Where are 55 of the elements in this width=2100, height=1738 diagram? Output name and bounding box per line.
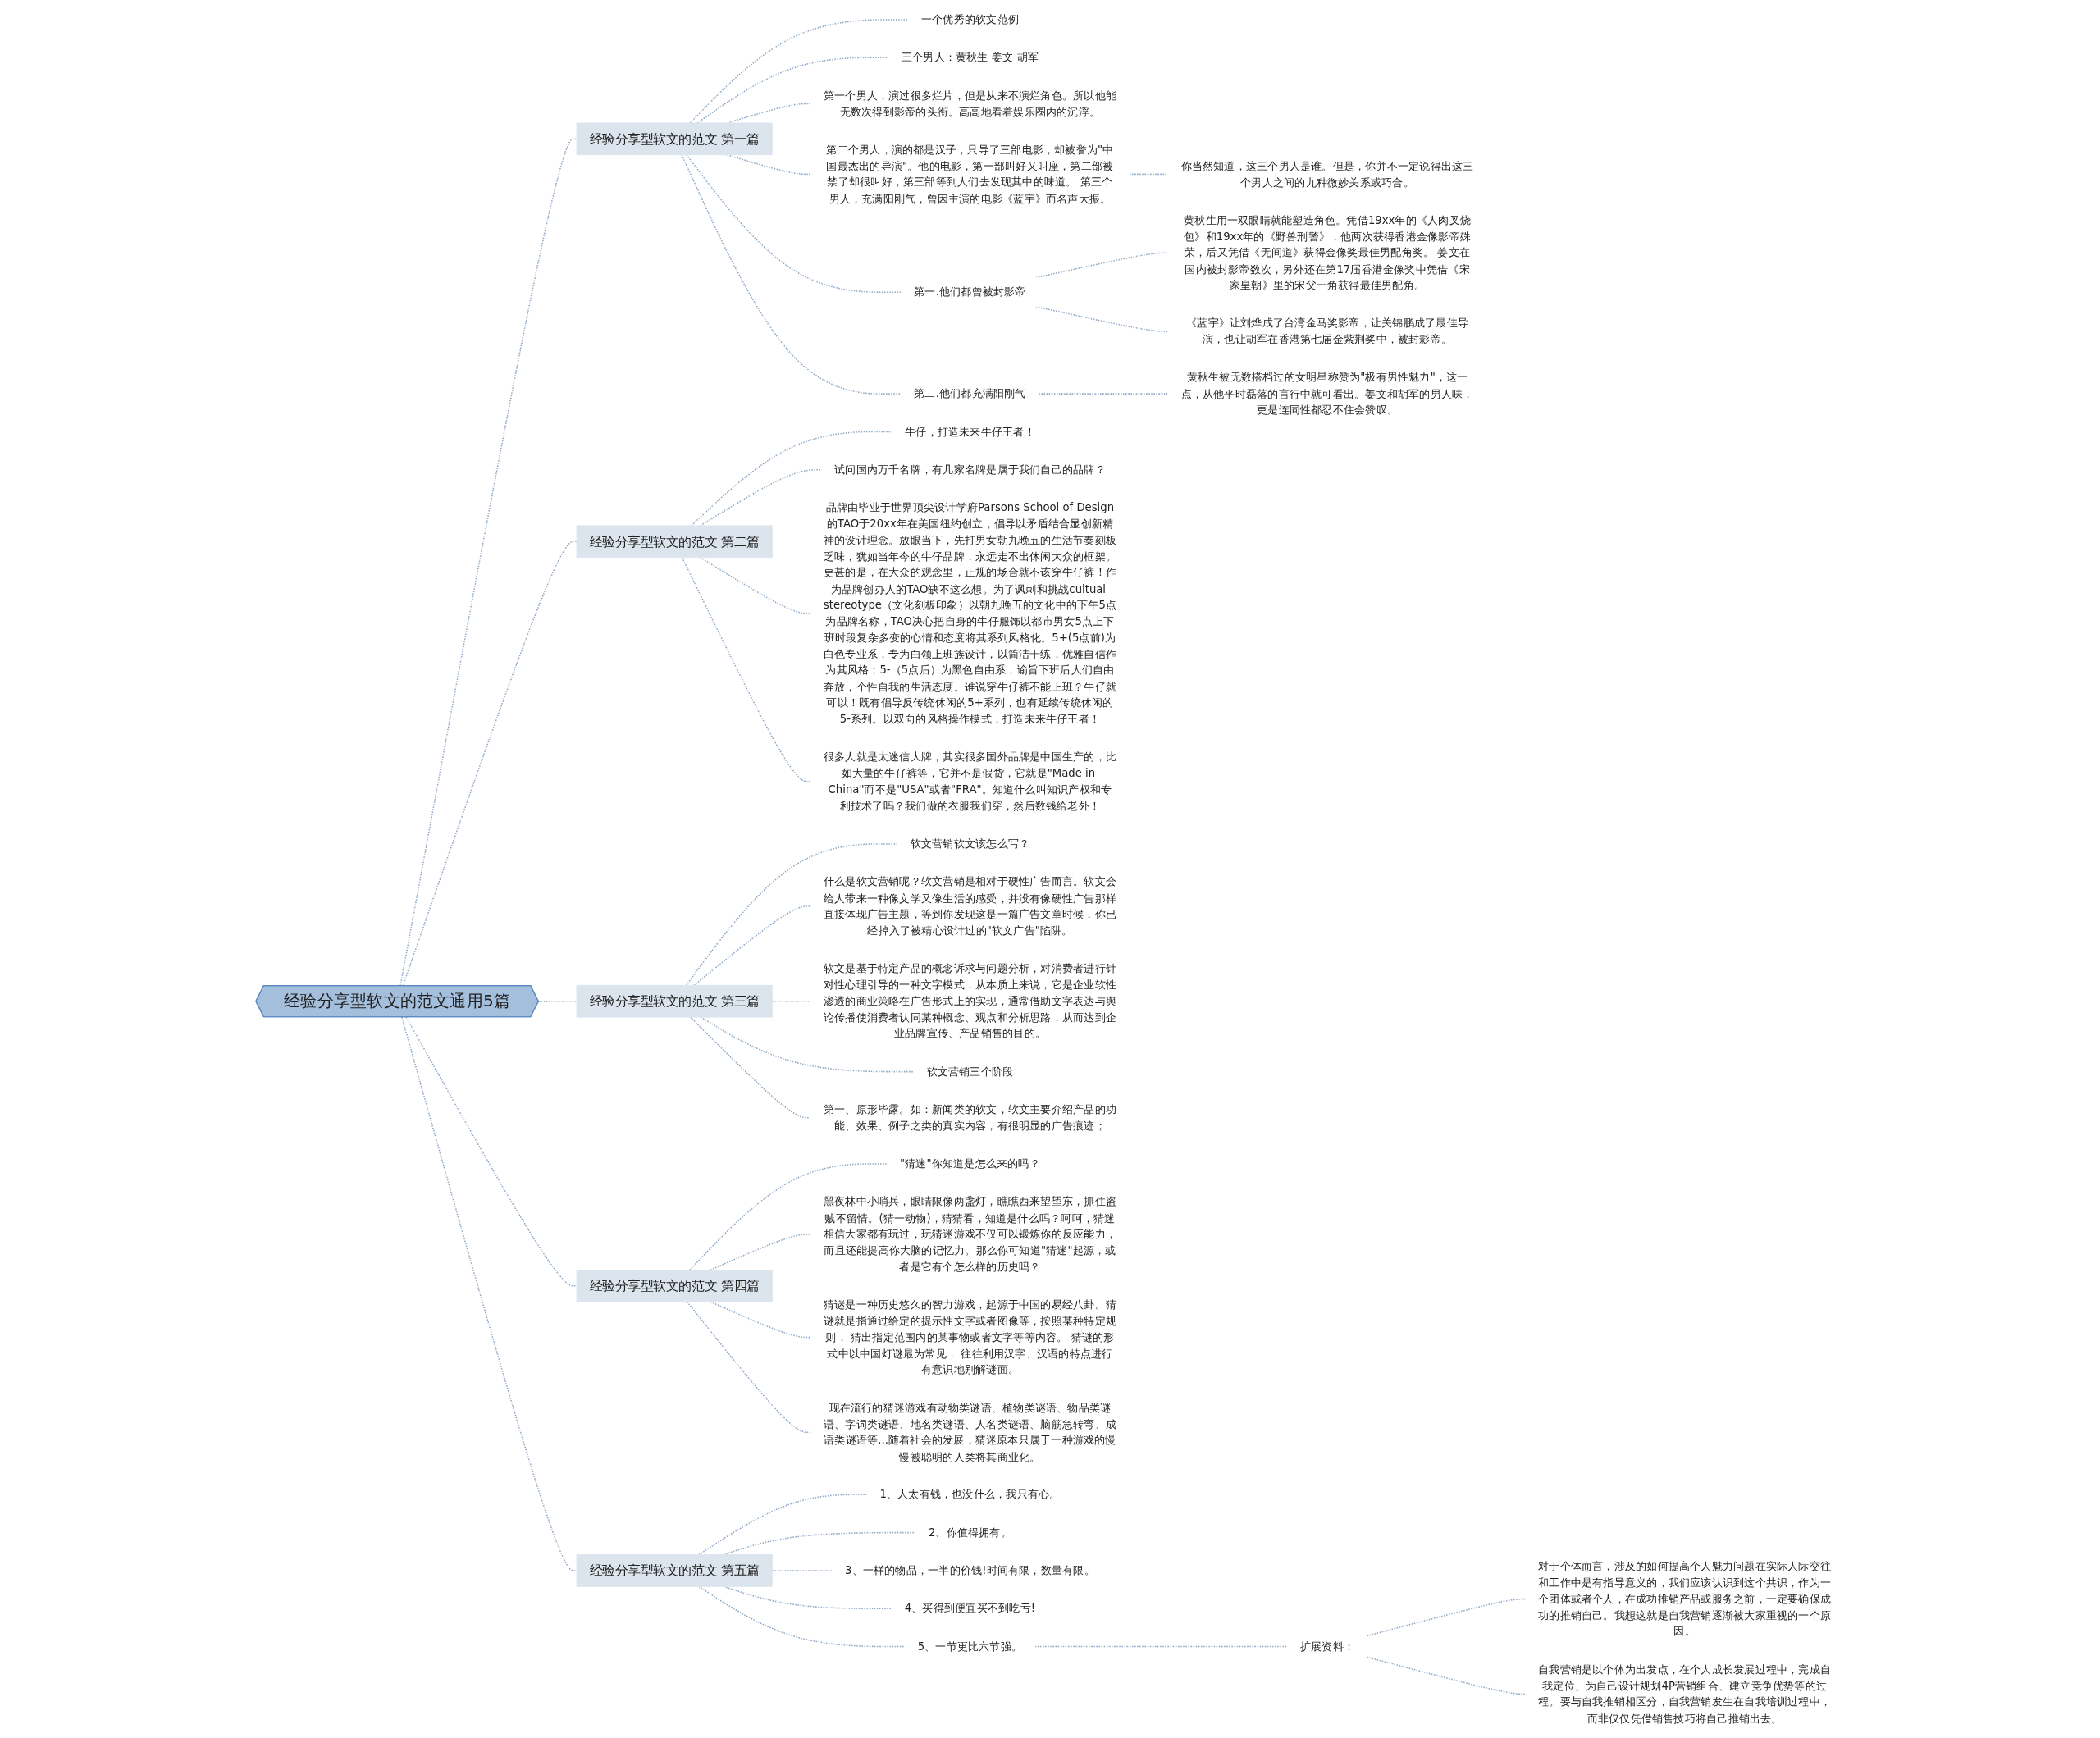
- node-text: 软文营销三个阶段: [926, 1065, 1014, 1078]
- connector: [402, 541, 578, 987]
- node-text: 软文是基于特定产品的概念诉求与问题分析，对消费者进行针对性心理引导的一种文字模式，从本质上来说，它是企业软性渗透的商业策略在广告形式上的实现，通常借助文字表达与舆论传播使消费者认同某种概念、观点和分析思路，从而达到企业品牌宣传、产品销售的目的。: [823, 961, 1116, 1040]
- connector: [693, 905, 811, 986]
- node-text: 牛仔，打造未来牛仔王者！: [905, 425, 1035, 438]
- connector: [689, 1163, 888, 1271]
- node-text: 自我营销是以个体为出发点，在个人成长发展过程中，完成自我定位、为自己设计规划4P营销组合、建立竞争优势等的过程。要与自我推销相区分，自我营销发生在自我培训过程中，而非仅仅凭借销售技巧将自己推销出去。: [1538, 1663, 1832, 1725]
- node-text: 《蓝宇》让刘烨成了台湾金马奖影帝，让关锦鹏成了最佳导演，也让胡军在香港第七届金紫荆奖中，被封影帝。: [1186, 316, 1468, 346]
- node-text: 现在流行的猜迷游戏有动物类谜语、植物类谜语、物品类谜语、字词类谜语、地名类谜语、人名类谜语、脑筋急转弯、成语类谜语等...随着社会的发展，猜迷原本只属于一种游戏的慢慢被聪明的人类将其商业化。: [823, 1401, 1116, 1463]
- connector: [1366, 1598, 1526, 1637]
- connector: [686, 1301, 811, 1434]
- node-text: 很多人就是太迷信大牌，其实很多国外品牌是中国生产的，比如大量的牛仔裤等，它并不是假货，它就是"Made in China"而不是"USA"或者"FRA"。知道什么叫知识产权和专利技术了吗？我们做的衣服我们穿，然后数钱给老外！: [823, 750, 1116, 812]
- node-text: 品牌由毕业于世界顶尖设计学府Parsons School of Design的TAO于20xx年在美国纽约创立，倡导以矛盾结合显创新精神的设计理念。放眼当下，先打男女朝九晚五的生活节奏刻板乏味，犹如当年今的牛仔品牌，永远走不出休闲大众的框架。更甚的是，在大众的观念里，正规的场合就不该穿牛仔裤！作为品牌创办人的TAO缺不这么想。为了讽刺和挑战cultual stereotype（文化刻板印象）以朝九晚五的文化中的下午5点为品牌名称，TAO决心把自身的牛仔服饰以都市男女5点上下班时段复杂多变的心情和态度将其系列风格化。5+(5点前)为白色专业系，专为白领上班族设计，以简洁干练，优雅自信作为其风格；5-（5点后）为黑色自由系，谕旨下班后人们自由奔放，个性自我的生活态度。谁说穿牛仔裤不能上班？牛仔就可以！既有倡导反传统休闲的5+系列，也有延续传统休闲的5-系列。以双向的风格操作模式，打造未来牛仔王者！: [823, 500, 1117, 726]
- connector: [700, 468, 823, 527]
- node-text: 2、你值得拥有。: [928, 1526, 1011, 1539]
- node-text: 黄秋生被无数搭档过的女明星称赞为"极有男性魅力"，这一点，从他平时磊落的言行中就可看出。姜文和胡军的男人味，更是连同性都忍不住会赞叹。: [1180, 370, 1474, 417]
- connector: [686, 154, 902, 293]
- node-text: 第一、原形毕露。如：新闻类的软文，软文主要介绍产品的功能、效果、例子之类的真实内容，有很明显的广告痕迹；: [823, 1102, 1116, 1132]
- node-text: 第二.他们都充满阳刚气: [914, 386, 1026, 400]
- connector: [1034, 1645, 1289, 1648]
- node-text: 扩展资料：: [1299, 1640, 1355, 1653]
- node-text: 第二个男人，演的都是汉子，只导了三部电影，却被誉为"中国最杰出的导演"。他的电影，第一部叫好又叫座，第二部被禁了却很叫好，第三部等到人们去发现其中的味道。 第三个男人，充满阳刚气，曾因主演的电影《蓝宇》而名声大振。: [826, 143, 1114, 205]
- connector: [537, 1000, 578, 1002]
- node-text: 5、一节更比六节强。: [917, 1640, 1023, 1653]
- node-text: 4、买得到便宜买不到吃亏!: [904, 1601, 1036, 1615]
- node-text: 你当然知道，这三个男人是谁。但是，你并不一定说得出这三个男人之间的九种微妙关系或巧合。: [1180, 159, 1474, 189]
- node-box: [576, 1554, 773, 1587]
- node-text: "猜迷"你知道是怎么来的吗？: [900, 1156, 1040, 1170]
- node-text: 三个男人：黄秋生 姜文 胡军: [901, 50, 1039, 64]
- connector: [399, 138, 578, 987]
- connector: [401, 1016, 578, 1571]
- node-text: 什么是软文营销呢？软文营销是相对于硬性广告而言。软文会给人带来一种像文学又像生活的感受，并没有像硬性广告那样直接体现广告主题，等到你发现这是一篇广告文章时候，你已经掉入了被精心设计过的"软文广告"陷阱。: [823, 874, 1116, 937]
- connector: [1366, 1656, 1526, 1695]
- connector: [405, 1016, 578, 1287]
- node-text: 软文营销软文该怎么写？: [910, 837, 1030, 851]
- node-box: [576, 1269, 773, 1302]
- node-text: 第一个男人，演过很多烂片，但是从来不演烂角色。所以他能无数次得到影帝的头衔。高高地看着娱乐圈内的沉浮。: [823, 89, 1116, 118]
- connector: [685, 843, 898, 986]
- connector: [700, 557, 811, 614]
- node-text: 第一.他们都曾被封影帝: [914, 285, 1026, 299]
- node-text: 1、人太有钱，也没什么，我只有心。: [879, 1487, 1061, 1501]
- node-text: 黑夜林中小哨兵，眼睛限像两盏灯，瞧瞧西来望望东，抓住盗贼不留情。(猜一动物)，猜猜看，知道是什么吗？呵呵，猜迷相信大家都有玩过，玩猜迷游戏不仅可以锻炼你的反应能力，而且还能提高你大脑的记忆力。那么你可知道"猜迷"起源，或者是它有个怎么样的历史吗？: [823, 1194, 1116, 1273]
- node-text: 对于个体而言，涉及的如何提高个人魅力问题在实际人际交往和工作中是有指导意义的，我们应该认识到这个共识，作为一个团体或者个人，在成功推销产品或服务之前，一定要确保成功的推销自己。我想这就是自我营销逐渐被大家重视的一个原因。: [1538, 1559, 1832, 1638]
- node-box: [576, 984, 773, 1018]
- node-text: 3、一样的物品，一半的价钱!时间有限，数量有限。: [845, 1563, 1095, 1577]
- connector: [681, 154, 902, 395]
- node-text: 试问国内万千名牌，有几家名牌是属于我们自己的品牌？: [834, 463, 1106, 476]
- node-text: 一个优秀的软文范例: [920, 12, 1019, 26]
- node-text: 猜谜是一种历史悠久的智力游戏，起源于中国的易经八卦。猜谜就是指通过给定的提示性文字或者图像等，按照某种特定规则， 猜出指定范围内的某事物或者文字等等内容。 猜谜的形式中以中国灯谜最为常见， 往往利用汉字、汉语的特点进行有意识地别解谜面。: [823, 1298, 1116, 1376]
- connector: [681, 557, 811, 782]
- node-box: [576, 122, 773, 156]
- node-box: [576, 525, 773, 559]
- connector: [698, 1585, 906, 1648]
- connector: [689, 19, 910, 124]
- node-text: 黄秋生用一双眼睛就能塑造角色。凭借19xx年的《人肉叉烧包》和19xx年的《野兽刑警》，他两次获得香港金像影帝殊荣，后又凭借《无间道》获得金像奖最佳男配角奖。 姜文在国内被封影帝数次，另外还在第17届香港金像奖中凭借《宋家皇朝》里的宋父一角获得最佳男配角。: [1184, 213, 1471, 292]
